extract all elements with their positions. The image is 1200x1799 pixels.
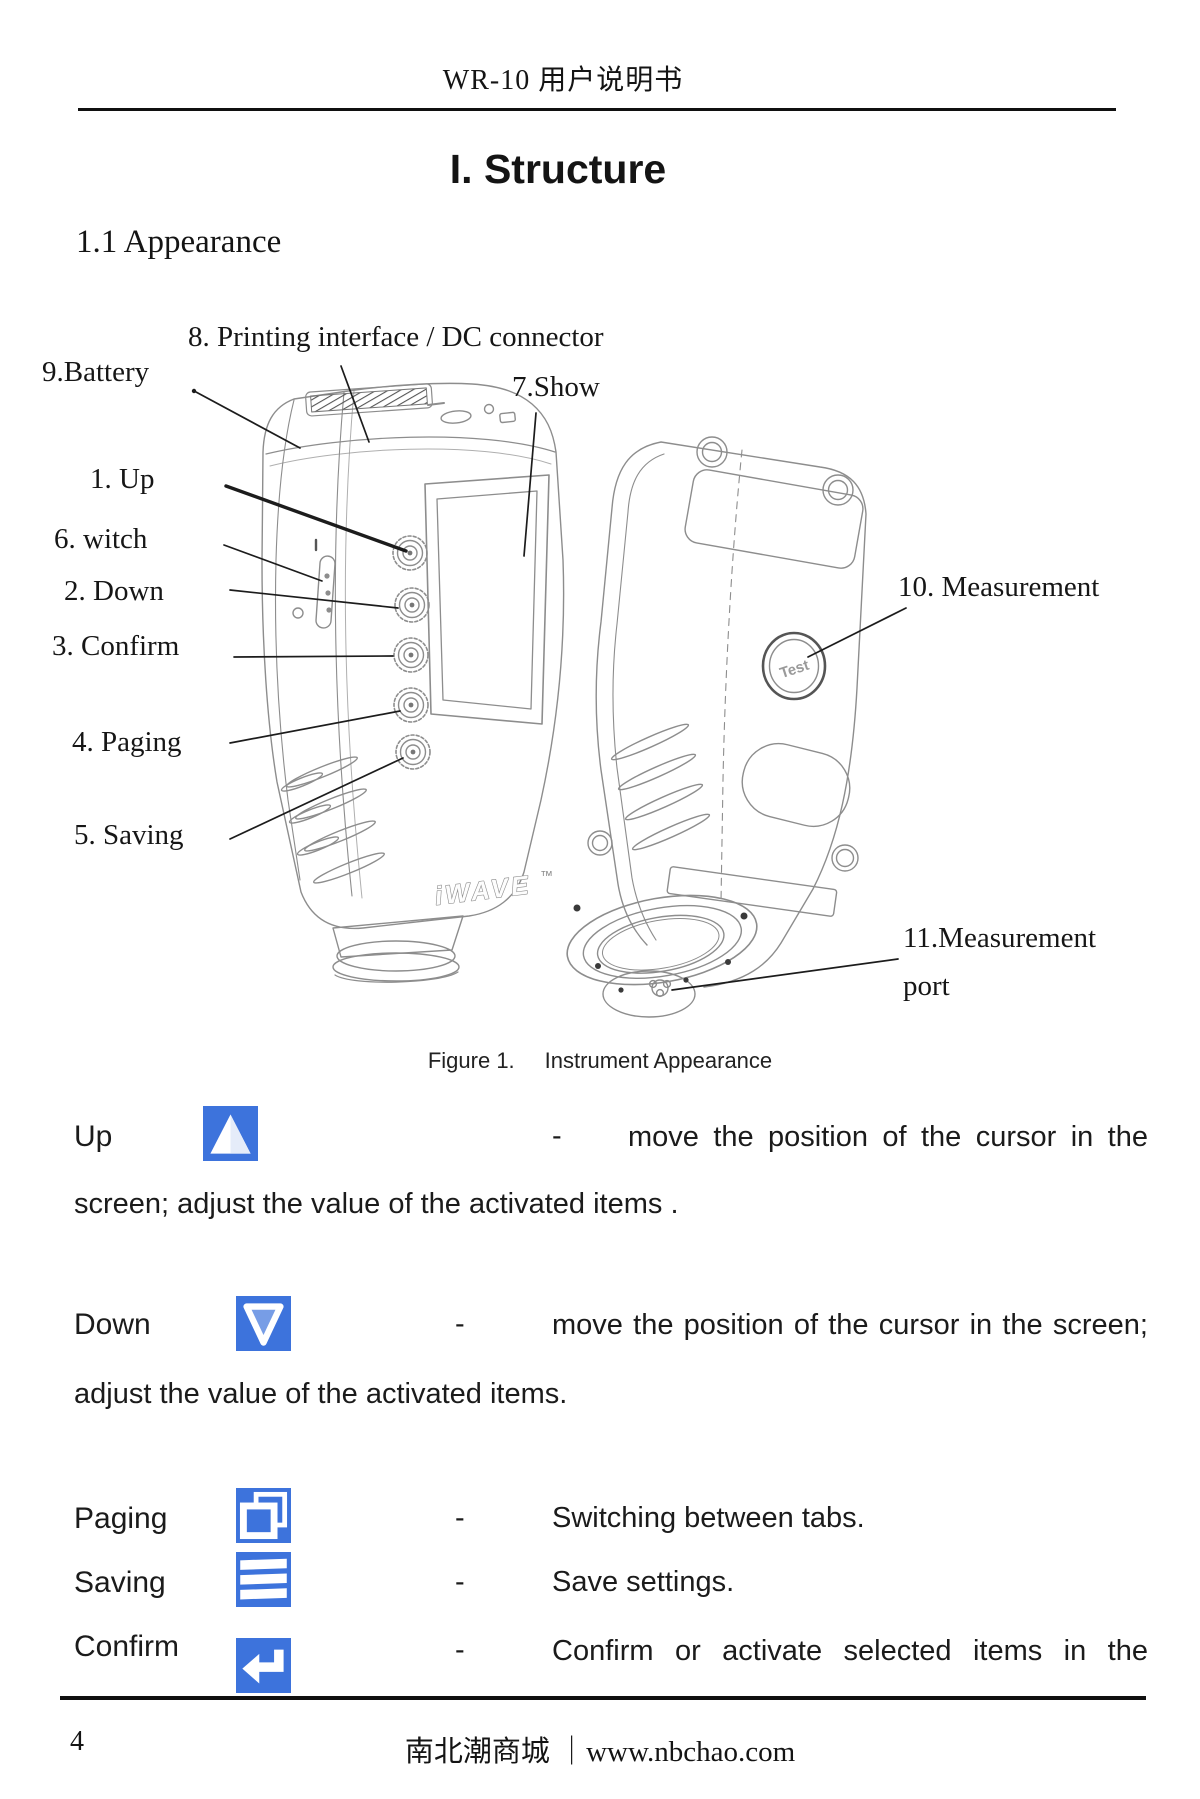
figure-caption-text: Instrument Appearance bbox=[544, 1048, 773, 1073]
callout-measurement-port: 11.Measurement port bbox=[903, 914, 1096, 1010]
figure-caption: Figure 1. Instrument Appearance bbox=[0, 1048, 1200, 1074]
up-triangle-icon bbox=[203, 1106, 258, 1161]
pages-icon bbox=[236, 1488, 291, 1543]
leader-down bbox=[229, 589, 399, 609]
key-up-description: move the position of the cursor in the bbox=[628, 1121, 1148, 1153]
brand-logo: iWAVE bbox=[433, 869, 533, 911]
subsection-title: 1.1 Appearance bbox=[76, 224, 282, 260]
key-up-dash: - bbox=[552, 1120, 562, 1152]
confirm-button bbox=[393, 637, 429, 673]
key-saving-label: Saving bbox=[74, 1566, 166, 1599]
key-down-description: move the position of the cursor in the s… bbox=[552, 1309, 1148, 1341]
save-lines-icon bbox=[236, 1552, 291, 1607]
key-down-description-line2: adjust the value of the activated items. bbox=[74, 1378, 568, 1410]
back-device-drawing: Test bbox=[566, 436, 867, 1018]
corner-screws bbox=[587, 436, 859, 872]
page-header-title: WR-10 用户说明书 bbox=[442, 65, 684, 96]
key-confirm-label: Confirm bbox=[74, 1630, 180, 1663]
callout-leader-lines bbox=[191, 365, 907, 991]
header-rule bbox=[78, 108, 1116, 111]
leader-switch bbox=[223, 544, 323, 582]
key-confirm-dash: - bbox=[455, 1634, 465, 1666]
back-oval-recess bbox=[741, 742, 851, 828]
leader-confirm bbox=[233, 655, 394, 658]
figure-caption-prefix: Figure 1. bbox=[427, 1048, 515, 1073]
callout-switch: 6. witch bbox=[54, 523, 148, 555]
callout-measurement: 10. Measurement bbox=[898, 571, 1100, 603]
key-down-dash: - bbox=[455, 1308, 465, 1340]
port-foot bbox=[602, 970, 696, 1018]
grip-ridges bbox=[280, 756, 385, 884]
dc-connector bbox=[440, 410, 472, 424]
callout-battery: 9.Battery bbox=[42, 356, 150, 388]
side-switch bbox=[315, 555, 336, 629]
footer-rule bbox=[60, 1696, 1146, 1700]
page-number: 4 bbox=[70, 1726, 84, 1757]
callout-measurement-port-line2: port bbox=[903, 970, 950, 1002]
leader-saving bbox=[229, 757, 404, 840]
key-up-description-line2: screen; adjust the value of the activate… bbox=[74, 1188, 679, 1220]
front-device-drawing: iWAVE ™ bbox=[261, 382, 565, 983]
leader-measurement bbox=[807, 607, 907, 658]
test-button-label: Test bbox=[778, 657, 812, 682]
key-confirm-description: Confirm or activate selected items in th… bbox=[552, 1635, 1148, 1667]
back-label-plate bbox=[684, 469, 864, 569]
key-paging-label: Paging bbox=[74, 1502, 168, 1535]
key-up-label: Up bbox=[74, 1120, 113, 1153]
key-paging-description: Switching between tabs. bbox=[552, 1502, 865, 1534]
front-base-foot bbox=[332, 915, 464, 983]
leader-paging bbox=[229, 710, 401, 744]
saving-button bbox=[395, 734, 431, 770]
key-saving-description: Save settings. bbox=[552, 1566, 735, 1598]
key-saving-dash: - bbox=[455, 1566, 465, 1598]
key-paging-dash: - bbox=[455, 1502, 465, 1534]
down-button bbox=[394, 587, 430, 623]
callout-show: 7.Show bbox=[512, 371, 600, 403]
down-triangle-icon bbox=[236, 1296, 291, 1351]
up-button bbox=[392, 535, 428, 571]
enter-arrow-icon bbox=[236, 1638, 291, 1693]
brand-logo-tm: ™ bbox=[540, 868, 553, 883]
callout-paging: 4. Paging bbox=[72, 726, 182, 758]
leader-up bbox=[224, 484, 408, 553]
callout-down: 2. Down bbox=[64, 575, 164, 607]
callout-confirm: 3. Confirm bbox=[52, 630, 180, 662]
callout-up: 1. Up bbox=[90, 463, 155, 495]
paging-button bbox=[393, 687, 429, 723]
key-down-label: Down bbox=[74, 1308, 151, 1341]
section-title: I. Structure bbox=[449, 146, 667, 192]
back-body-outline bbox=[595, 441, 867, 988]
test-button: Test bbox=[761, 631, 827, 701]
back-vents bbox=[610, 723, 711, 851]
leader-battery bbox=[195, 391, 301, 449]
leader-measurement-port bbox=[671, 958, 899, 991]
callout-measurement-port-line1: 11.Measurement bbox=[903, 922, 1097, 954]
leader-printing-interface bbox=[340, 365, 370, 443]
leader-show bbox=[523, 412, 537, 557]
callout-saving: 5. Saving bbox=[74, 819, 184, 851]
display-screen bbox=[424, 474, 550, 725]
printing-interface-hatch bbox=[305, 383, 433, 417]
callout-printing-interface: 8. Printing interface / DC connector bbox=[188, 321, 604, 353]
instrument-figure: iWAVE ™ bbox=[191, 365, 907, 1018]
footer-site-text: 南北潮商城 ｜www.nbchao.com bbox=[404, 1736, 796, 1768]
